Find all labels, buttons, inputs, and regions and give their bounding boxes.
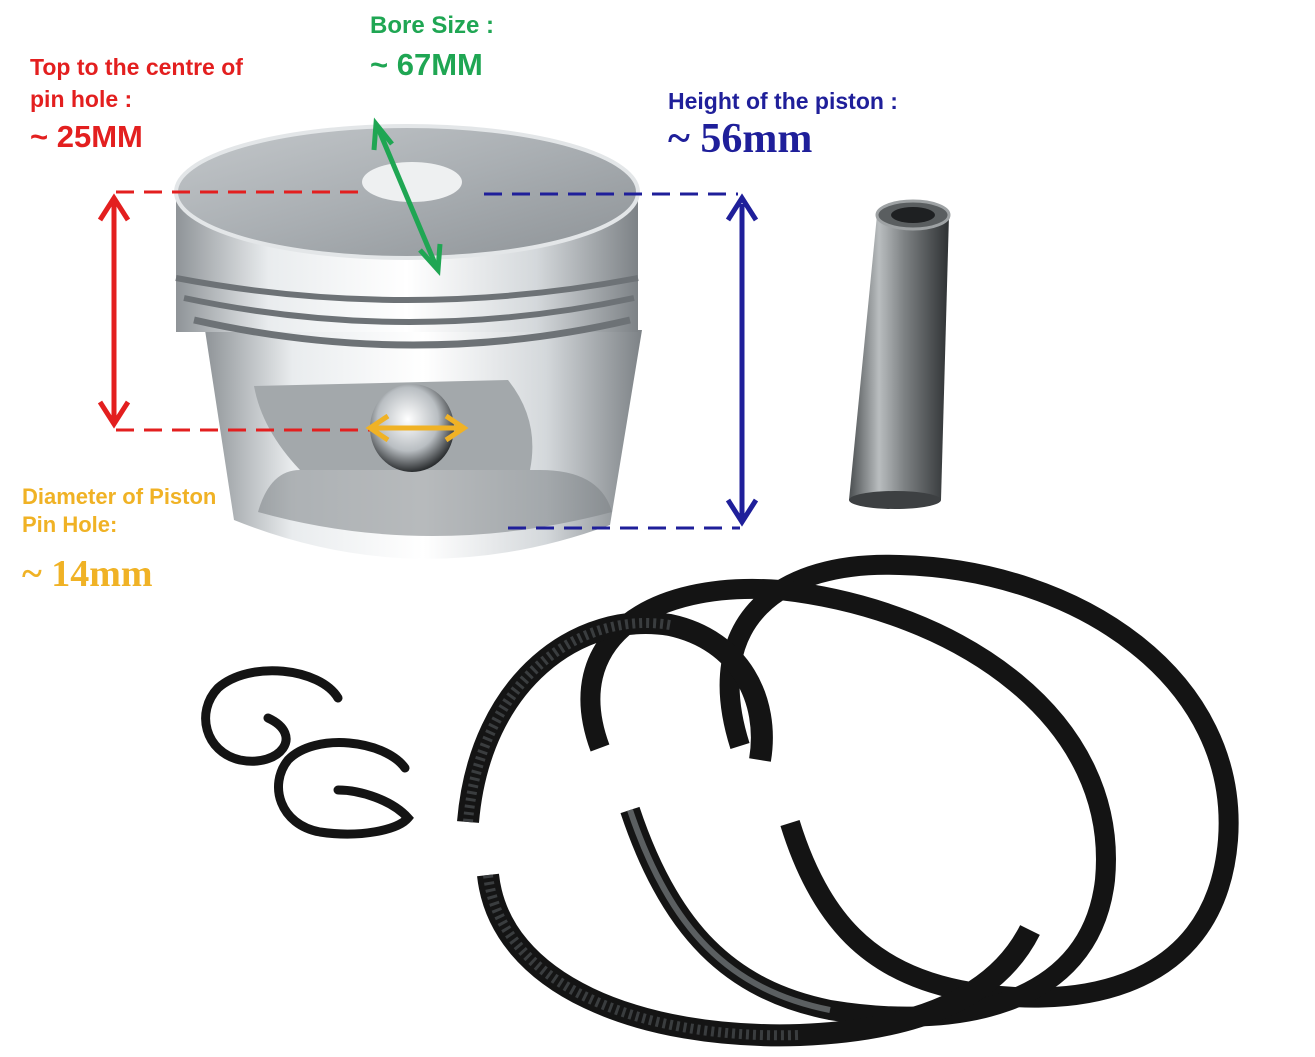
height-dimension [484,192,759,530]
ring-groove [175,275,639,303]
height-label: Height of the piston : [668,88,898,114]
piston-ring [719,554,1239,1008]
height-value: ~ 56mm [668,116,813,162]
circlip [274,738,414,839]
circlip [201,666,343,766]
diameter-label: Diameter of Piston [22,484,217,509]
bore-dimension [371,117,443,277]
crown-highlight [362,162,462,202]
ring-groove [193,316,631,349]
piston-skirt-cutout [258,470,612,536]
pin-top-dimension [97,190,370,432]
piston-ring-icon [457,554,1239,1047]
pin-top-label-cont: pin hole : [30,86,133,112]
bore-value: ~ 67MM [370,47,483,82]
wrist-pin-icon [849,199,951,509]
pin-diameter-dimension [365,413,469,443]
diameter-label-cont: Pin Hole: [22,512,118,537]
circlip-icon [201,666,414,839]
bore-label: Bore Size : [370,12,495,39]
piston-ring-inner [627,809,831,1013]
ring-groove [183,295,635,325]
pin-top-label: Top to the centre of [30,54,243,80]
pin-top-value: ~ 25MM [30,119,143,154]
ring-expander-texture [463,618,801,1041]
diameter-value: ~ 14mm [22,553,153,595]
